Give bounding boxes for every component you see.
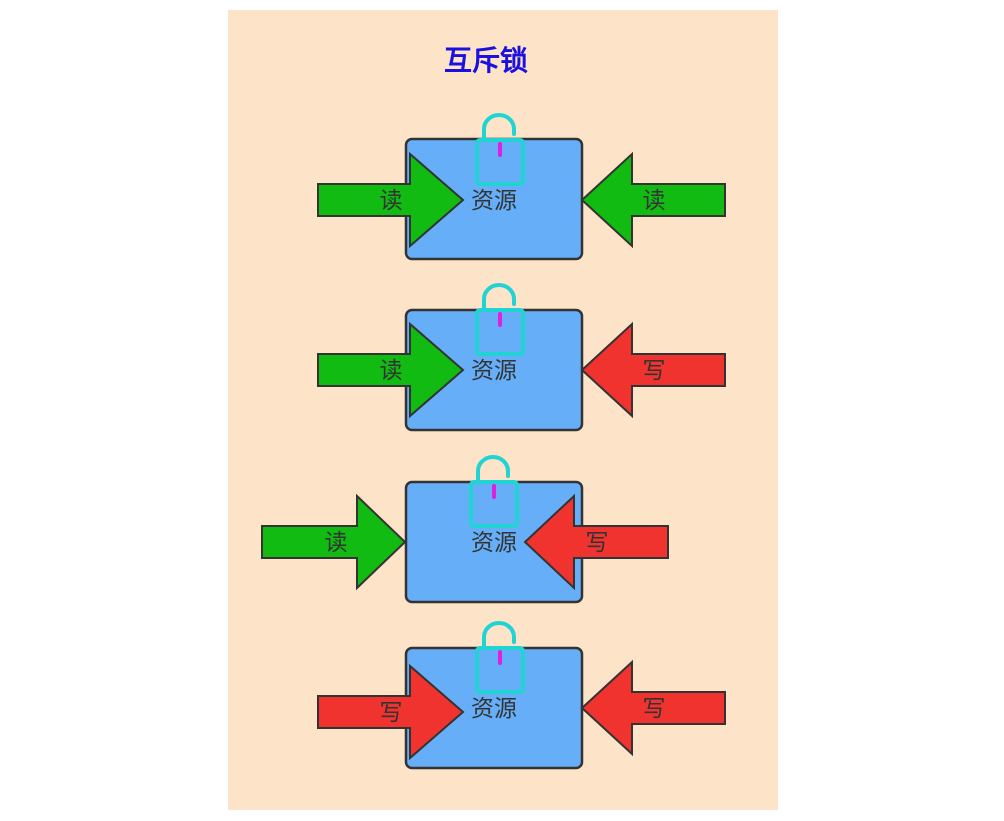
read-arrow bbox=[317, 321, 465, 419]
write-arrow bbox=[580, 321, 726, 419]
scenario-1: 资源 读 读 bbox=[317, 113, 726, 261]
scenario-2: 资源 读 写 bbox=[317, 283, 726, 432]
write-arrow-label: 写 bbox=[643, 358, 666, 384]
read-arrow bbox=[580, 151, 726, 249]
write-arrow bbox=[317, 663, 465, 761]
resource-label: 资源 bbox=[471, 188, 517, 214]
read-arrow-label: 读 bbox=[643, 188, 666, 214]
diagram-title: 互斥锁 bbox=[444, 44, 528, 77]
resource-label: 资源 bbox=[471, 696, 517, 722]
write-arrow-label: 写 bbox=[643, 696, 666, 722]
read-arrow-label: 读 bbox=[325, 530, 348, 556]
unlocked-padlock-icon bbox=[475, 621, 525, 694]
unlocked-padlock-icon bbox=[475, 283, 525, 356]
unlocked-padlock-icon bbox=[469, 455, 519, 528]
write-arrow-label: 写 bbox=[586, 530, 609, 556]
scenario-3: 资源 读 写 bbox=[261, 455, 669, 604]
read-arrow-label: 读 bbox=[380, 358, 403, 384]
scenario-4: 资源 写 写 bbox=[317, 621, 726, 770]
read-arrow bbox=[261, 493, 407, 591]
write-arrow-label: 写 bbox=[380, 700, 403, 726]
unlocked-padlock-icon bbox=[475, 113, 525, 186]
write-arrow bbox=[523, 493, 669, 591]
read-arrow bbox=[317, 151, 465, 249]
write-arrow bbox=[580, 659, 726, 757]
resource-label: 资源 bbox=[471, 530, 517, 556]
resource-label: 资源 bbox=[471, 358, 517, 384]
read-arrow-label: 读 bbox=[380, 188, 403, 214]
